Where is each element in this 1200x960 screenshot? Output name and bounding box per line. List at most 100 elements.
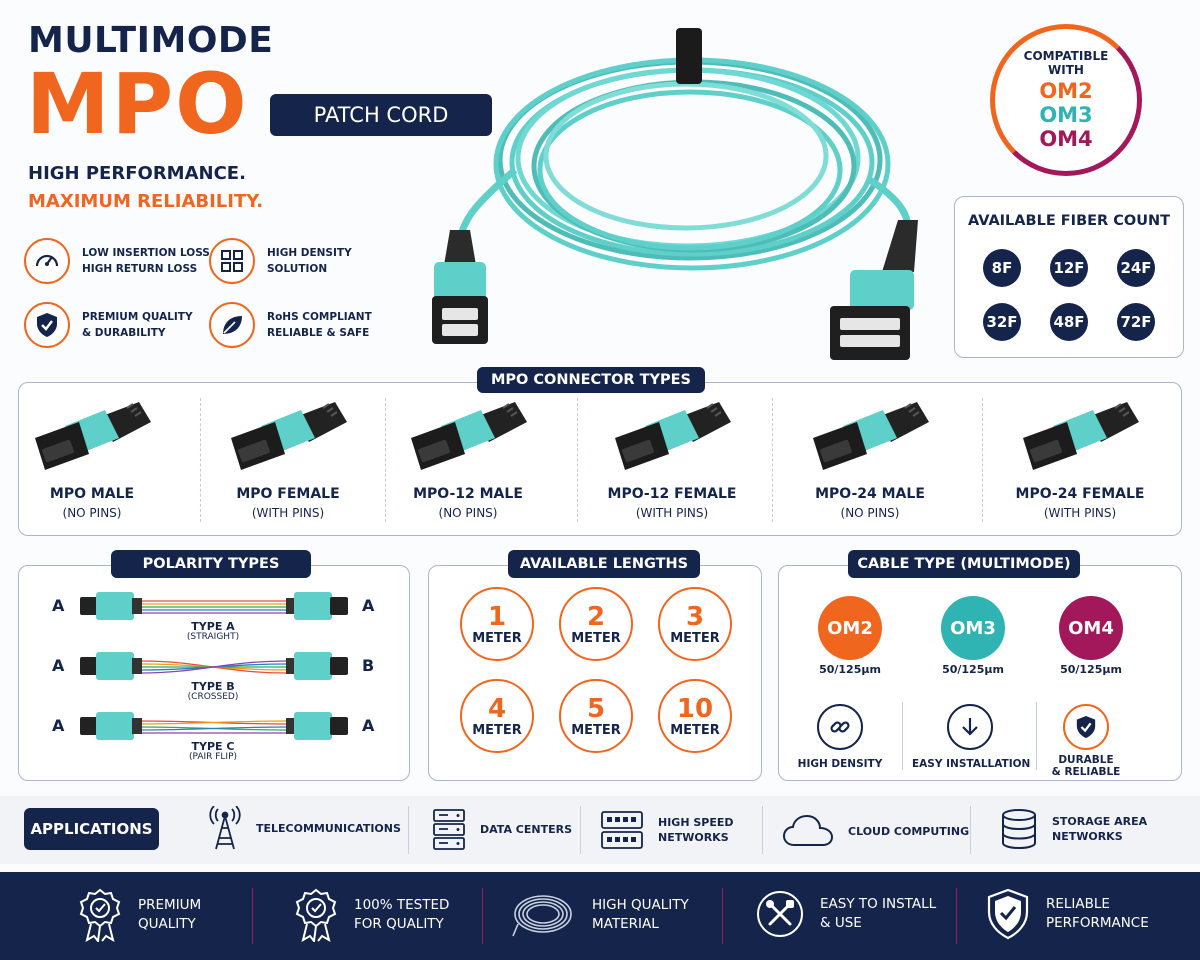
footer-material-2: MATERIAL xyxy=(592,916,659,932)
applications-label: APPLICATIONS xyxy=(24,808,159,850)
fiber-8f: 8F xyxy=(983,249,1021,287)
polarity-a-right: A xyxy=(362,596,375,615)
title-multimode: MULTIMODE xyxy=(28,20,274,61)
title-mpo: MPO xyxy=(26,55,249,153)
footer-install: EASY TO INSTALL & USE xyxy=(756,890,936,938)
cable-feature-density-label: HIGH DENSITY xyxy=(797,758,883,770)
connector-divider xyxy=(772,398,773,522)
download-icon xyxy=(947,704,993,750)
app-high-speed-label-2: NETWORKS xyxy=(658,831,729,844)
cable-divider-2 xyxy=(1036,702,1037,770)
feature-text-3b: & DURABILITY xyxy=(82,327,166,339)
app-telecom: TELECOMMUNICATIONS xyxy=(208,806,401,850)
tagline-1: HIGH PERFORMANCE. xyxy=(28,163,246,184)
app-high-speed-label-1: HIGH SPEED xyxy=(658,816,734,829)
app-divider-2 xyxy=(580,806,581,854)
polarity-title: POLARITY TYPES xyxy=(111,550,311,578)
feature-text-3a: PREMIUM QUALITY xyxy=(82,311,193,323)
connector-name: MPO-12 FEMALE xyxy=(607,486,737,502)
length-1m-value: 1 xyxy=(487,601,507,632)
cloud-icon xyxy=(782,814,834,846)
fiber-48f: 48F xyxy=(1050,303,1088,341)
patch-cord-badge: PATCH CORD xyxy=(270,94,492,136)
footer-tested: 100% TESTED FOR QUALITY xyxy=(294,888,449,942)
connector-name: MPO-24 FEMALE xyxy=(1015,486,1145,502)
connector-types-card xyxy=(18,382,1182,536)
app-data-centers-label: DATA CENTERS xyxy=(480,822,572,836)
connector-divider xyxy=(577,398,578,522)
polarity-a-name: TYPE A xyxy=(191,620,235,633)
compatible-om2: OM2 xyxy=(1039,79,1093,103)
connector-sub: (WITH PINS) xyxy=(251,506,325,520)
app-high-speed: HIGH SPEED NETWORKS xyxy=(600,810,734,850)
database-icon xyxy=(1002,809,1036,850)
fiber-32f: 32F xyxy=(983,303,1021,341)
cable-divider-1 xyxy=(902,702,903,770)
lengths-title: AVAILABLE LENGTHS xyxy=(508,550,700,578)
feature-text-2a: HIGH DENSITY xyxy=(267,247,352,259)
cable-feature-durable-label-2: & RELIABLE xyxy=(1051,766,1121,778)
tools-icon xyxy=(757,891,803,937)
cable-om2: OM2 xyxy=(818,596,882,660)
length-3m-value: 3 xyxy=(685,601,705,632)
cable-om4: OM4 xyxy=(1059,596,1123,660)
connector-name: MPO FEMALE xyxy=(236,486,340,502)
polarity-c-name: TYPE C xyxy=(191,740,235,753)
compatible-line2: WITH xyxy=(1048,63,1084,77)
link-icon xyxy=(817,704,863,750)
fiber-count-card: AVAILABLE FIBER COUNT 8F 12F 24F 32F 48F… xyxy=(954,196,1184,358)
connector-divider xyxy=(982,398,983,522)
tested-badge-icon xyxy=(295,888,337,942)
antenna-tower-icon xyxy=(209,806,241,850)
polarity-c-diagram xyxy=(80,712,348,740)
footer-divider-4 xyxy=(956,888,957,944)
shield-check-icon xyxy=(24,302,70,348)
connector-sub: (WITH PINS) xyxy=(635,506,709,520)
mpo-connector-icon xyxy=(231,402,347,470)
length-10m-unit: METER xyxy=(670,722,720,738)
polarity-b-right: B xyxy=(362,656,375,675)
compatible-om3: OM3 xyxy=(1039,103,1093,127)
app-cloud-label: CLOUD COMPUTING xyxy=(848,824,970,838)
feature-text-1a: LOW INSERTION LOSS xyxy=(82,247,210,259)
footer-premium-2: QUALITY xyxy=(138,916,196,932)
length-5m-unit: METER xyxy=(571,722,621,738)
compatible-badge: COMPATIBLE WITH OM2 OM3 OM4 xyxy=(990,24,1142,176)
speedometer-icon xyxy=(24,238,70,284)
shield-check-icon xyxy=(1063,704,1109,750)
polarity-c-right: A xyxy=(362,716,375,735)
footer-install-1: EASY TO INSTALL xyxy=(820,896,937,912)
app-data-centers: DATA CENTERS xyxy=(432,808,572,850)
fiber-count-title: AVAILABLE FIBER COUNT xyxy=(967,213,1171,229)
cable-coil-icon xyxy=(512,895,572,937)
length-2m-value: 2 xyxy=(586,601,606,632)
header: MULTIMODE MPO PATCH CORD HIGH PERFORMANC… xyxy=(26,20,492,220)
mpo-connector-icon xyxy=(411,402,527,470)
footer-tested-2: FOR QUALITY xyxy=(354,916,444,932)
mpo-connector-icon xyxy=(615,402,731,470)
footer-tested-1: 100% TESTED xyxy=(354,897,450,913)
polarity-b-name: TYPE B xyxy=(191,680,235,693)
length-1m-unit: METER xyxy=(472,630,522,646)
fiber-12f: 12F xyxy=(1050,249,1088,287)
connector-divider xyxy=(200,398,201,522)
footer-reliable-2: PERFORMANCE xyxy=(1046,915,1149,931)
footer-install-2: & USE xyxy=(820,915,862,931)
cable-om4-spec: 50/125µm xyxy=(1060,663,1122,676)
length-3m-unit: METER xyxy=(670,630,720,646)
cable-feature-install: EASY INSTALLATION xyxy=(912,704,1030,770)
connector-name: MPO-24 MALE xyxy=(815,486,925,502)
applications-band xyxy=(0,796,1200,864)
cable-feature-durable-label-1: DURABLE xyxy=(1058,754,1114,766)
